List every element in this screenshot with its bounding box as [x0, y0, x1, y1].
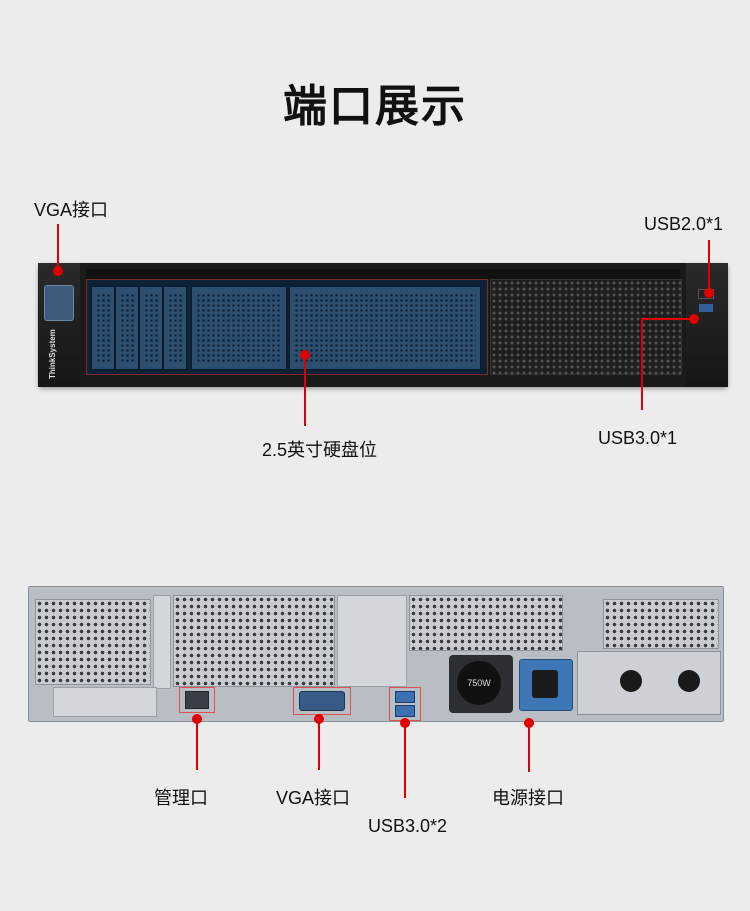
rear-usb-leader [404, 722, 406, 798]
mgmt-leader [196, 718, 198, 770]
power-socket [519, 659, 573, 711]
front-usb2-leader [708, 240, 710, 292]
front-vga-leader [57, 224, 59, 270]
pcie-slot-area [337, 595, 407, 687]
drive-bay-block [191, 286, 287, 370]
right-rack-ear [686, 263, 728, 387]
psu-blank-filler [577, 651, 721, 715]
front-vga-port [44, 285, 74, 321]
drive-bay [163, 286, 187, 370]
front-vent-mesh [490, 279, 682, 375]
mgmt-label: 管理口 [154, 788, 208, 808]
left-rack-ear: ThinkSystem [38, 263, 80, 387]
rear-vent-center-right [409, 595, 563, 651]
front-usb2-marker [704, 288, 714, 298]
filler-hole [678, 670, 700, 692]
rear-usb-label: USB3.0*2 [368, 816, 448, 836]
power-label: 电源接口 [492, 788, 564, 808]
server-front-view: ThinkSystem [38, 263, 728, 387]
drive-bays-label: 2.5英寸硬盘位 [262, 440, 378, 460]
rear-vent-right [603, 599, 719, 649]
psu-wattage: 750W [467, 678, 491, 688]
power-supply-fan: 750W [449, 655, 513, 713]
rear-usb3-port [395, 691, 415, 703]
server-rear-view: 750W [28, 586, 724, 722]
front-usb3-port [698, 303, 714, 313]
drive-bay [139, 286, 163, 370]
front-vga-label: VGA接口 [34, 200, 109, 220]
front-usb2-label: USB2.0*1 [644, 214, 724, 234]
rear-vga-port [299, 691, 345, 711]
pcie-slot [153, 595, 171, 689]
drive-bay [115, 286, 139, 370]
filler-hole [620, 670, 642, 692]
rear-vga-leader [318, 718, 320, 770]
front-usb3-marker [689, 314, 699, 324]
front-vga-marker [53, 266, 63, 276]
drive-bays-leader [304, 354, 306, 426]
rear-usb3-port [395, 705, 415, 717]
management-port [185, 691, 209, 709]
mgmt-highlight [179, 687, 215, 713]
psu-fan-grille: 750W [457, 661, 501, 705]
drive-bay-block [289, 286, 481, 370]
rear-vent-center-left [173, 595, 335, 687]
rear-vent-left [35, 599, 151, 685]
power-leader [528, 722, 530, 772]
front-usb3-leader-v [641, 318, 643, 410]
rear-io-left [53, 687, 157, 717]
front-usb3-leader-h [641, 318, 693, 320]
drive-bay [91, 286, 115, 370]
page-title: 端口展示 [283, 82, 467, 131]
brand-logo: ThinkSystem [48, 329, 57, 379]
rear-vga-label: VGA接口 [276, 788, 351, 808]
drive-bays [86, 279, 488, 375]
bay-number-strip [86, 269, 680, 279]
front-usb3-label: USB3.0*1 [598, 428, 678, 448]
